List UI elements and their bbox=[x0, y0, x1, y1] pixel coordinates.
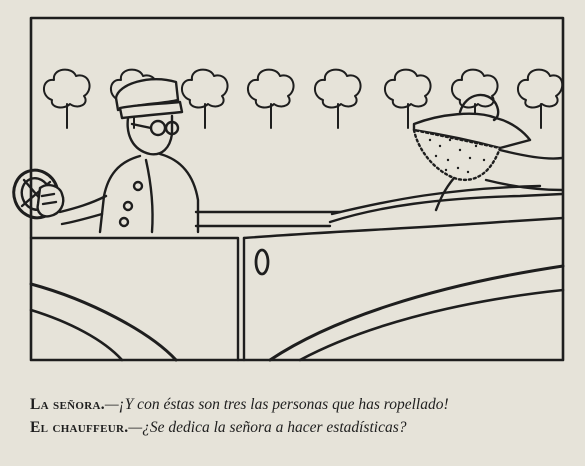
steering-wheel-icon bbox=[12, 168, 65, 220]
chauffeur-figure bbox=[58, 77, 200, 234]
cartoon-caption: La señora.—¡Y con éstas son tres las per… bbox=[30, 394, 570, 438]
goggles-icon bbox=[149, 119, 167, 137]
tree bbox=[384, 68, 432, 129]
tree bbox=[314, 68, 362, 129]
speech-lady: —¡Y con éstas son tres las personas que … bbox=[104, 396, 449, 413]
tree bbox=[517, 68, 564, 129]
lady-figure bbox=[412, 93, 564, 212]
tree bbox=[181, 68, 229, 129]
caption-line-chauffeur: El chauffeur.—¿Se dedica la señora a hac… bbox=[30, 417, 570, 438]
caption-line-lady: La señora.—¡Y con éstas son tres las per… bbox=[30, 394, 570, 415]
automobile bbox=[29, 184, 565, 362]
speech-chauffeur: —¿Se dedica la señora a hacer estadístic… bbox=[128, 419, 407, 436]
cartoon-illustration bbox=[12, 16, 565, 362]
speaker-chauffeur: El chauffeur. bbox=[30, 419, 129, 436]
door-handle bbox=[254, 248, 270, 276]
tree bbox=[247, 68, 295, 129]
tree bbox=[43, 68, 91, 129]
speaker-lady: La señora. bbox=[30, 396, 105, 413]
